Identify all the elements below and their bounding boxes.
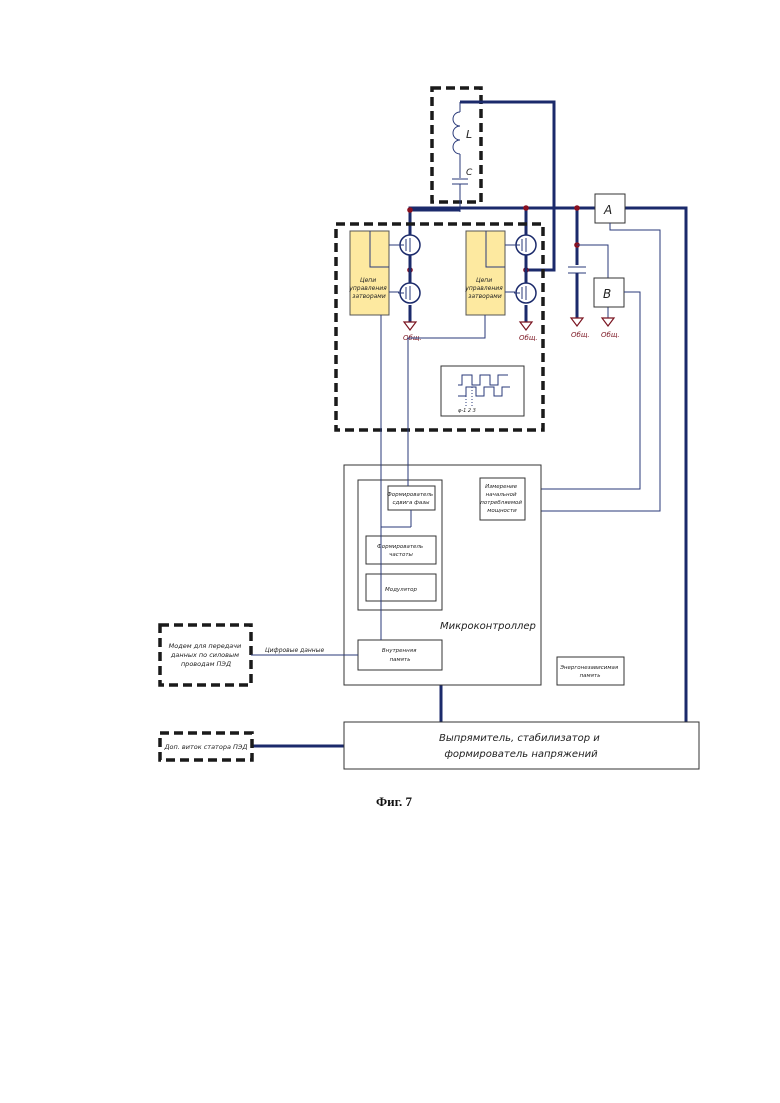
- ground-icon: [571, 318, 583, 326]
- internal-memory-block: [358, 640, 442, 670]
- wire-a-to-rectifier: [625, 208, 686, 722]
- filter-capacitor-icon: [568, 267, 586, 284]
- svg-text:Модулятор: Модулятор: [385, 587, 418, 593]
- phase-shifter-block: [388, 486, 435, 510]
- transistor-icon: [398, 283, 420, 303]
- ground-label: Общ.: [601, 331, 620, 339]
- transistor-icon: [398, 235, 420, 255]
- svg-text:Модем для передачи данных: Модем для передачи данных по силовым про…: [169, 642, 244, 668]
- svg-text:B: B: [603, 287, 611, 301]
- inductor-icon: [453, 102, 460, 178]
- rectifier-block: [344, 722, 699, 769]
- wire-b-measure: [525, 292, 640, 489]
- transistor-icon: [514, 283, 536, 303]
- ground-icon: [602, 307, 614, 326]
- microcontroller-label: Микроконтроллер: [440, 621, 536, 632]
- transistor-icon: [514, 235, 536, 255]
- frequency-former-block: [366, 536, 436, 564]
- waveform-inset: [441, 366, 524, 416]
- digital-data-label: Цифровые данные: [265, 647, 324, 654]
- inductor-label: L: [466, 128, 472, 141]
- capacitor-label: C: [466, 168, 473, 178]
- lc-circuit-group: [432, 88, 481, 202]
- ground-label: Общ.: [519, 334, 538, 342]
- svg-text:Доп. виток статора ПЭД: Доп. виток статора ПЭД: [163, 743, 247, 751]
- svg-text:A: A: [603, 203, 612, 217]
- figure-caption: Фиг. 7: [376, 794, 413, 809]
- ground-icon: [404, 322, 416, 330]
- ground-label: Общ.: [571, 331, 590, 339]
- ground-icon: [520, 322, 532, 330]
- nonvolatile-memory-block: [557, 657, 624, 685]
- waveform-label: φ-1 2 3: [458, 408, 476, 414]
